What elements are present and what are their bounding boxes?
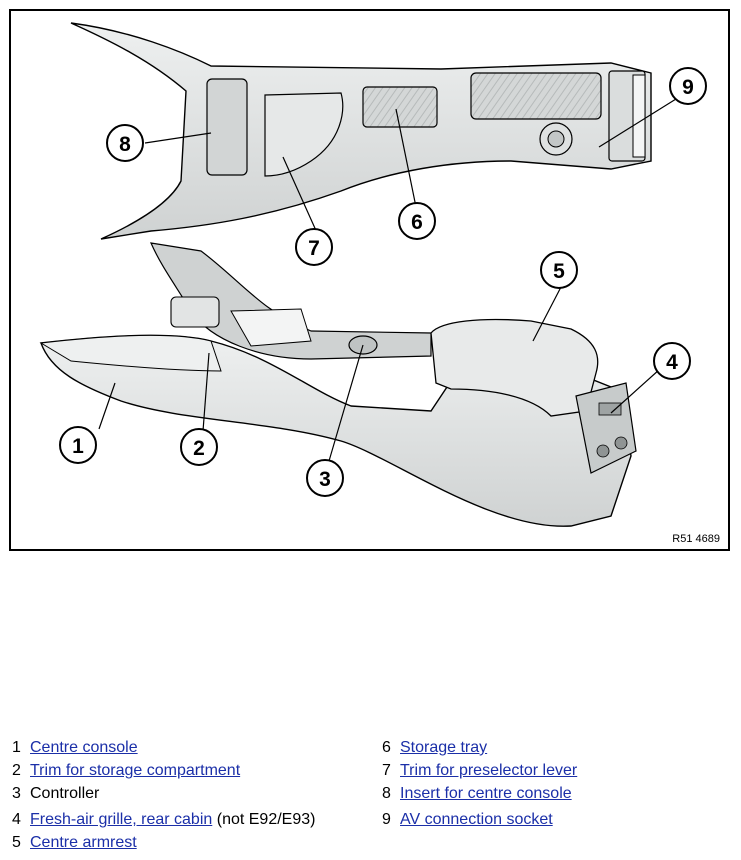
legend-link-centre-console[interactable]: Centre console: [30, 739, 138, 756]
legend-note: (not E92/E93): [216, 811, 316, 828]
leader-lines: [98, 98, 677, 462]
centre-console-part: [39, 334, 222, 372]
legend-item-2: 2 Trim for storage compartment: [12, 761, 240, 781]
storage-tray-part: [362, 86, 438, 128]
legend-link-storage-trim[interactable]: Trim for storage compartment: [30, 762, 241, 779]
callout-4: 4: [653, 342, 691, 380]
legend-number: 1: [12, 739, 21, 756]
legend-item-5: 5 Centre armrest: [12, 833, 137, 853]
legend-link-preselector-trim[interactable]: Trim for preselector lever: [400, 762, 578, 779]
storage-trim-part: [150, 242, 432, 360]
console-illustration: 8 7 6 9 5 4 1: [39, 22, 707, 527]
callout-2: 2: [180, 428, 218, 466]
lower-console: [39, 242, 637, 527]
svg-text:6: 6: [411, 211, 423, 234]
legend-number: 7: [382, 762, 391, 779]
svg-text:5: 5: [553, 260, 565, 283]
legend-item-8: 8 Insert for centre console: [382, 784, 572, 804]
legend-number: 3: [12, 785, 21, 802]
upper-trim-panel: [70, 22, 652, 240]
centre-armrest-part: [430, 318, 599, 417]
legend-number: 4: [12, 811, 21, 828]
legend-item-9: 9 AV connection socket: [382, 810, 553, 830]
callout-9: 9: [669, 67, 707, 105]
legend-number: 9: [382, 811, 391, 828]
callout-6: 6: [398, 202, 436, 240]
preselector-trim-part: [264, 92, 344, 177]
insert-centre-console-part: [206, 78, 248, 176]
legend-link-insert-centre-console[interactable]: Insert for centre console: [400, 785, 572, 802]
callout-7: 7: [295, 228, 333, 266]
legend-link-centre-armrest[interactable]: Centre armrest: [30, 834, 137, 851]
svg-text:4: 4: [666, 351, 678, 374]
legend-text-controller: Controller: [30, 785, 100, 802]
svg-text:1: 1: [72, 435, 84, 458]
legend-item-6: 6 Storage tray: [382, 738, 487, 758]
svg-text:3: 3: [319, 468, 331, 491]
legend-item-7: 7 Trim for preselector lever: [382, 761, 577, 781]
parts-legend: 1 Centre console 2 Trim for storage compar…: [12, 738, 732, 856]
legend-link-storage-tray[interactable]: Storage tray: [400, 739, 488, 756]
svg-text:2: 2: [193, 437, 205, 460]
legend-link-fresh-air-grille[interactable]: Fresh-air grille, rear cabin: [30, 811, 213, 828]
exploded-view-figure: 8 7 6 9 5 4 1: [9, 9, 730, 551]
callout-5: 5: [540, 251, 578, 289]
legend-link-av-socket[interactable]: AV connection socket: [400, 811, 553, 828]
legend-item-4: 4 Fresh-air grille, rear cabin (not E92/E…: [12, 810, 315, 830]
svg-text:9: 9: [682, 76, 694, 99]
legend-number: 6: [382, 739, 391, 756]
legend-item-1: 1 Centre console: [12, 738, 138, 758]
figure-reference-code: R51 4689: [672, 533, 720, 545]
callout-8: 8: [106, 124, 144, 162]
legend-number: 8: [382, 785, 391, 802]
svg-text:7: 7: [308, 237, 320, 260]
legend-number: 2: [12, 762, 21, 779]
callouts: 8 7 6 9 5 4 1: [59, 67, 707, 497]
svg-text:8: 8: [119, 133, 131, 156]
legend-number: 5: [12, 834, 21, 851]
legend-item-3: 3 Controller: [12, 784, 99, 804]
callout-3: 3: [306, 459, 344, 497]
callout-1: 1: [59, 426, 97, 464]
